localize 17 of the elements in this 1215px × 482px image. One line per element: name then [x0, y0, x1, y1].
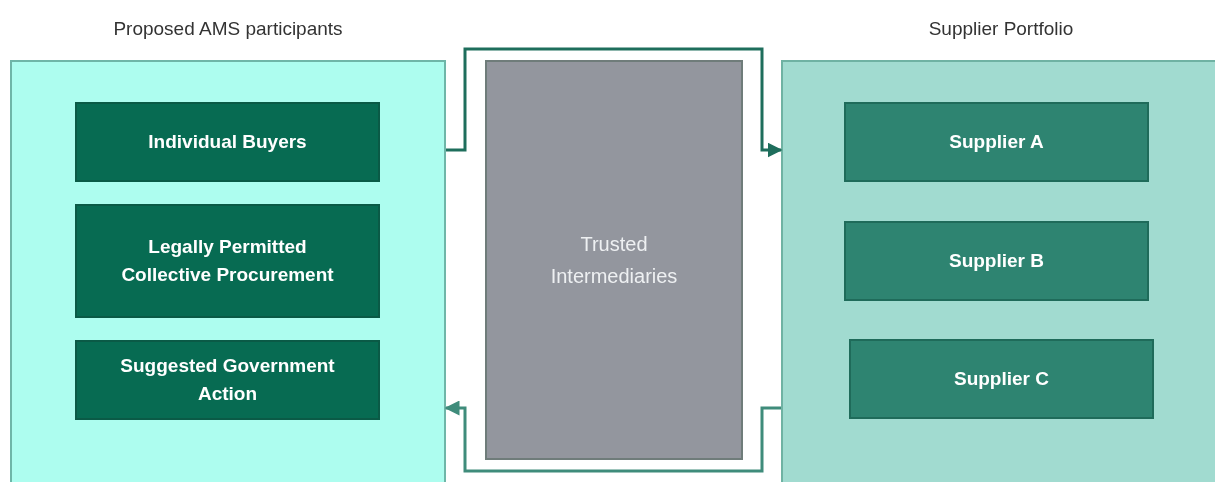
supplier-box — [849, 339, 1154, 419]
box-label: Individual Buyers — [148, 129, 307, 154]
box-label: Suggested Government Action — [119, 353, 336, 406]
panel-heading: Proposed AMS participants — [112, 18, 344, 40]
box-label: Supplier A — [949, 129, 1044, 154]
intermediary-box — [485, 60, 743, 460]
participant-box — [75, 204, 380, 318]
arrow — [446, 47, 783, 158]
box-label: Legally Permitted Collective Procurement — [120, 234, 335, 287]
box-label: Trusted Intermediaries — [549, 232, 679, 289]
supplier-box — [844, 102, 1149, 182]
participant-box — [75, 340, 380, 420]
box-label: Supplier C — [954, 366, 1049, 391]
participant-box — [75, 102, 380, 182]
panel-heading: Supplier Portfolio — [927, 18, 1075, 40]
supplier-box — [844, 221, 1149, 301]
box-label: Supplier B — [949, 248, 1044, 273]
